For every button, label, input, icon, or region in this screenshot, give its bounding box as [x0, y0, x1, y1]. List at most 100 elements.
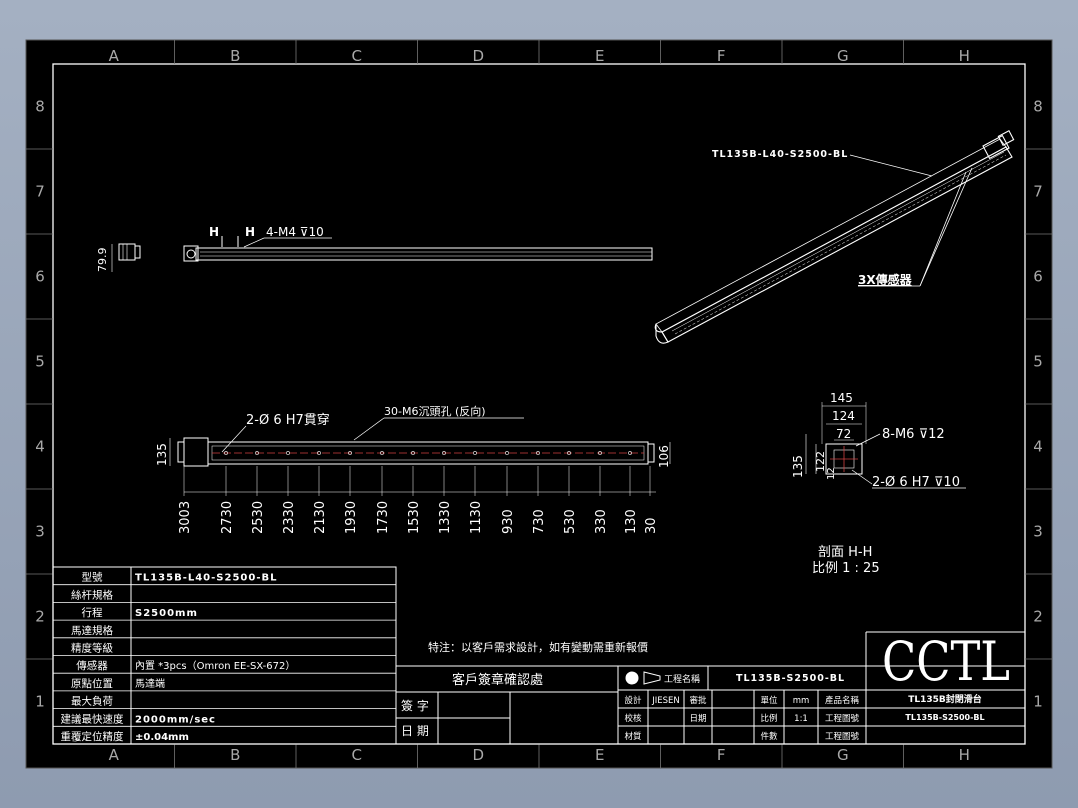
grid-col-A: A [109, 47, 120, 65]
position-label: 1130 [469, 501, 484, 534]
title-cell: 比例 [760, 713, 777, 724]
projection-cone [643, 671, 661, 685]
grid-col-A: A [109, 746, 120, 764]
top-height-left: 135 [155, 443, 169, 466]
spec-label: 精度等級 [71, 642, 113, 655]
title-cell: JIESEN [651, 696, 680, 706]
sensor-leader-1 [919, 171, 967, 287]
mount-hole [442, 451, 446, 455]
section-dim-12-label: 12 [826, 467, 837, 480]
end-height-dimension: 79.9 [96, 248, 109, 273]
title-cell: 1:1 [794, 714, 808, 724]
iso-motor-block [982, 134, 1010, 160]
spec-value: TL135B-L40-S2500-BL [135, 573, 277, 584]
mount-hole [411, 451, 415, 455]
top-right-cap [647, 443, 655, 463]
position-label: 330 [594, 509, 609, 534]
grid-row-8: 8 [35, 98, 45, 116]
position-dimension-ticks [183, 451, 651, 496]
side-end-circle [186, 249, 196, 259]
section-holes-leader [855, 433, 881, 447]
csk-leader [353, 417, 385, 441]
grid-row-3: 3 [35, 523, 45, 541]
mount-hole [317, 451, 321, 455]
mount-hole [567, 451, 571, 455]
position-label: 930 [501, 509, 516, 534]
spec-label: 絲杆規格 [71, 588, 113, 601]
position-label: 1930 [344, 501, 359, 534]
grid-row-5: 5 [1033, 353, 1043, 371]
sensor-label: 3X傳感器 [858, 272, 913, 287]
grid-col-E: E [595, 746, 604, 764]
side-holes-label: 4-M4 ⊽10 [266, 225, 324, 239]
pin-leader [221, 425, 247, 453]
grid-col-F: F [717, 47, 726, 65]
position-label: 3003 [178, 501, 193, 534]
drawing-no-label: 工程名稱 [664, 673, 700, 685]
mount-hole [505, 451, 509, 455]
grid-col-D: D [472, 47, 484, 65]
isometric-view [654, 130, 1015, 344]
grid-col-D: D [472, 746, 484, 764]
sensor-leader-2 [919, 167, 973, 287]
grid-row-1: 1 [1033, 693, 1043, 711]
confirm-sign-label: 簽 字 [401, 698, 429, 713]
side-holes-leader [243, 237, 265, 248]
position-label: 530 [563, 509, 578, 534]
product-name: TL135B封閉滑台 [908, 693, 982, 705]
h-left-label: H [209, 225, 219, 239]
title-cell: 單位 [760, 695, 778, 706]
spec-value: 2000mm/sec [135, 714, 216, 725]
title-block [617, 631, 1026, 745]
grid-col-F: F [717, 746, 726, 764]
title-cell: 產品名稱 [825, 695, 860, 706]
company-logo: CCTL [882, 630, 1010, 693]
position-label: 30 [644, 517, 659, 534]
mount-hole [348, 451, 352, 455]
title-cell: 日期 [689, 714, 706, 724]
grid-row-2: 2 [35, 608, 45, 626]
mount-hole [628, 451, 632, 455]
grid-row-6: 6 [1033, 268, 1043, 286]
part-number: TL135B-S2500-BL [905, 713, 984, 722]
section-dim-122-label: 122 [814, 451, 827, 472]
section-dim-124-label: 124 [832, 409, 855, 423]
spec-label: 馬達規格 [71, 624, 113, 637]
section-name: 剖面 H-H [818, 545, 872, 560]
grid-row-4: 4 [35, 438, 45, 456]
h-right-label: H [245, 225, 255, 239]
section-dim-135-label: 135 [791, 455, 805, 478]
title-cell: 件數 [760, 731, 778, 742]
title-cell: 工程圖號 [825, 731, 860, 742]
side-view [111, 236, 653, 272]
mount-hole [380, 451, 384, 455]
mount-hole [536, 451, 540, 455]
position-label: 1530 [407, 501, 422, 534]
csk-label: 30-M6沉頭孔 (反向) [384, 404, 486, 418]
iso-slot-line [671, 151, 1005, 332]
mount-hole [473, 451, 477, 455]
title-cell: 材質 [624, 731, 642, 742]
grid-col-E: E [595, 47, 604, 65]
grid-col-C: C [352, 47, 362, 65]
title-cell: 審批 [689, 695, 707, 706]
iso-model-label: TL135B-L40-S2500-BL [712, 149, 848, 160]
iso-leader [849, 154, 933, 177]
confirm-title: 客戶簽章確認處 [452, 672, 543, 688]
title-cell: 校核 [624, 713, 642, 724]
section-pins-leader [851, 469, 873, 485]
position-label: 2130 [313, 501, 328, 534]
top-height-right: 106 [657, 445, 671, 468]
projection-circle [625, 671, 639, 685]
top-end-cap [177, 441, 185, 463]
mount-hole [598, 451, 602, 455]
grid-col-B: B [230, 746, 240, 764]
mount-hole [224, 451, 228, 455]
spec-value: S2500mm [135, 608, 198, 619]
